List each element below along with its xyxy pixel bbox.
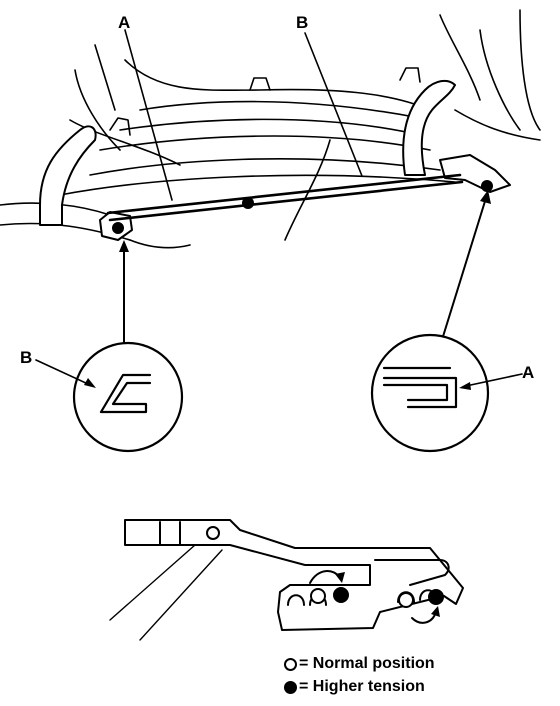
legend-higher-label: = Higher tension [299, 678, 425, 695]
detail-arrows [123, 197, 487, 344]
higher-tension-circle [333, 587, 349, 603]
callout-label-a-right: A [522, 363, 535, 382]
arrow-head-left [119, 240, 129, 252]
detail-circle-b [72, 341, 184, 453]
left-hinge [39, 125, 133, 241]
higher-tension-circle [428, 589, 444, 605]
right-hinge [402, 79, 511, 193]
vehicle-body-outline [0, 9, 541, 249]
callout-label-b-top: B [296, 13, 309, 32]
callout-leader-b [35, 359, 89, 385]
adjustment-bracket [124, 519, 464, 631]
arrow-head-right [480, 190, 491, 204]
legend-normal-label: = Normal position [299, 655, 435, 672]
open-circle-icon [284, 657, 297, 671]
normal-position-circle [398, 592, 414, 608]
detail-circle-a [370, 333, 490, 453]
callout-leader-a [465, 373, 523, 387]
legend-higher-tension: = Higher tension [284, 679, 425, 695]
legend-normal-position: = Normal position [284, 656, 435, 672]
normal-position-circle [310, 588, 326, 604]
leader-lines [124, 29, 363, 201]
callout-label-b-left: B [20, 348, 33, 367]
torsion-bars [106, 173, 464, 222]
callout-label-a-top: A [118, 13, 131, 32]
bracket-support-lines [109, 544, 223, 641]
filled-circle-icon [284, 680, 297, 694]
